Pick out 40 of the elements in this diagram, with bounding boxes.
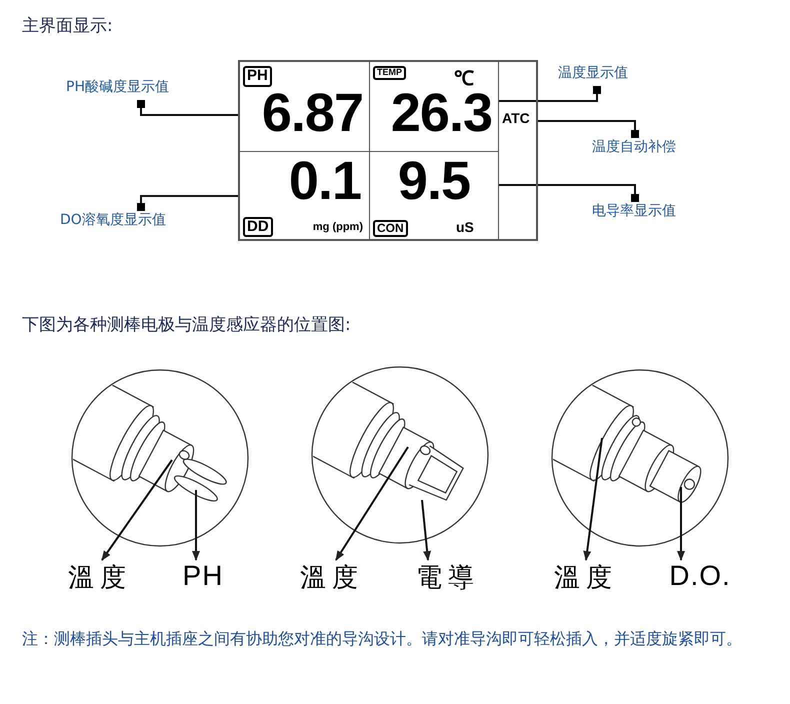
leader-line: [499, 86, 601, 102]
lcd-display: [238, 60, 538, 241]
mode-badge: DD: [243, 216, 273, 237]
arrow: [192, 490, 200, 561]
callout-label: 温度显示值: [558, 64, 658, 86]
leader-line: [499, 184, 639, 202]
reading-value: 9.5: [398, 154, 470, 208]
unit-label: uS: [456, 219, 474, 235]
unit-label: mg (ppm): [312, 221, 363, 233]
reading-value: 6.87: [262, 86, 363, 140]
status-label: ATC: [502, 110, 530, 126]
mode-badge: TEMP: [373, 66, 406, 80]
display-cell: [370, 62, 499, 152]
callout-label: 电导率显示值: [592, 202, 707, 224]
part-label: 溫度: [62, 560, 138, 596]
leader-line: [538, 120, 639, 138]
display-cell: [240, 152, 370, 241]
display-cell: [240, 62, 370, 152]
part-label: 溫度: [294, 560, 370, 596]
callout-label: DO溶氧度显示值: [60, 211, 200, 233]
arrow: [101, 459, 173, 561]
arrow: [677, 487, 685, 561]
part-label: PH: [176, 560, 230, 596]
section-heading: 下图为各种测棒电极与温度感应器的位置图:: [22, 314, 351, 336]
callout-label: PH酸碱度显示值: [66, 78, 196, 100]
section-heading: 主界面显示:: [22, 15, 113, 37]
arrow: [335, 446, 409, 561]
display-cell: [370, 152, 499, 241]
part-label: D.O.: [662, 560, 738, 596]
mode-badge: PH: [243, 66, 272, 86]
leader-line: [137, 100, 240, 116]
leader-line: [137, 195, 240, 211]
part-label: 溫度: [548, 560, 624, 596]
arrow: [583, 438, 603, 561]
reading-value: 0.1: [288, 154, 361, 208]
callout-label: 温度自动补偿: [592, 138, 707, 160]
note-text: 注：测棒插头与主机插座之间有协助您对准的导沟设计。请对准导沟即可轻松插入，并适度旋紧即可。: [22, 628, 743, 650]
part-label: 電導: [410, 560, 486, 596]
arrow: [421, 500, 432, 561]
mode-badge: CON: [373, 220, 408, 237]
